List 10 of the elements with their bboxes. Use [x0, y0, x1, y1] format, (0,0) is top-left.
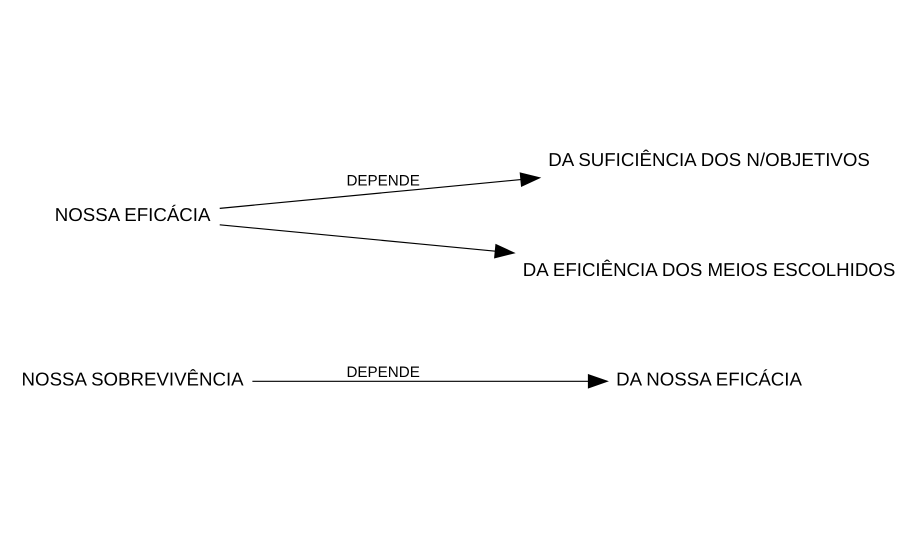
arrow [252, 374, 609, 389]
edge-label: DEPENDE [346, 172, 420, 190]
arrow [220, 172, 542, 209]
arrow [220, 224, 516, 258]
node-text: DA SUFICIÊNCIA DOS N/OBJETIVOS [548, 149, 870, 170]
node-text: DA NOSSA EFICÁCIA [616, 368, 802, 390]
node-text: NOSSA EFICÁCIA [54, 204, 210, 226]
edge-label: DEPENDE [346, 364, 420, 382]
node-text: NOSSA SOBREVIVÊNCIA [22, 368, 244, 390]
node-text: DA EFICIÊNCIA DOS MEIOS ESCOLHIDOS [522, 258, 896, 280]
